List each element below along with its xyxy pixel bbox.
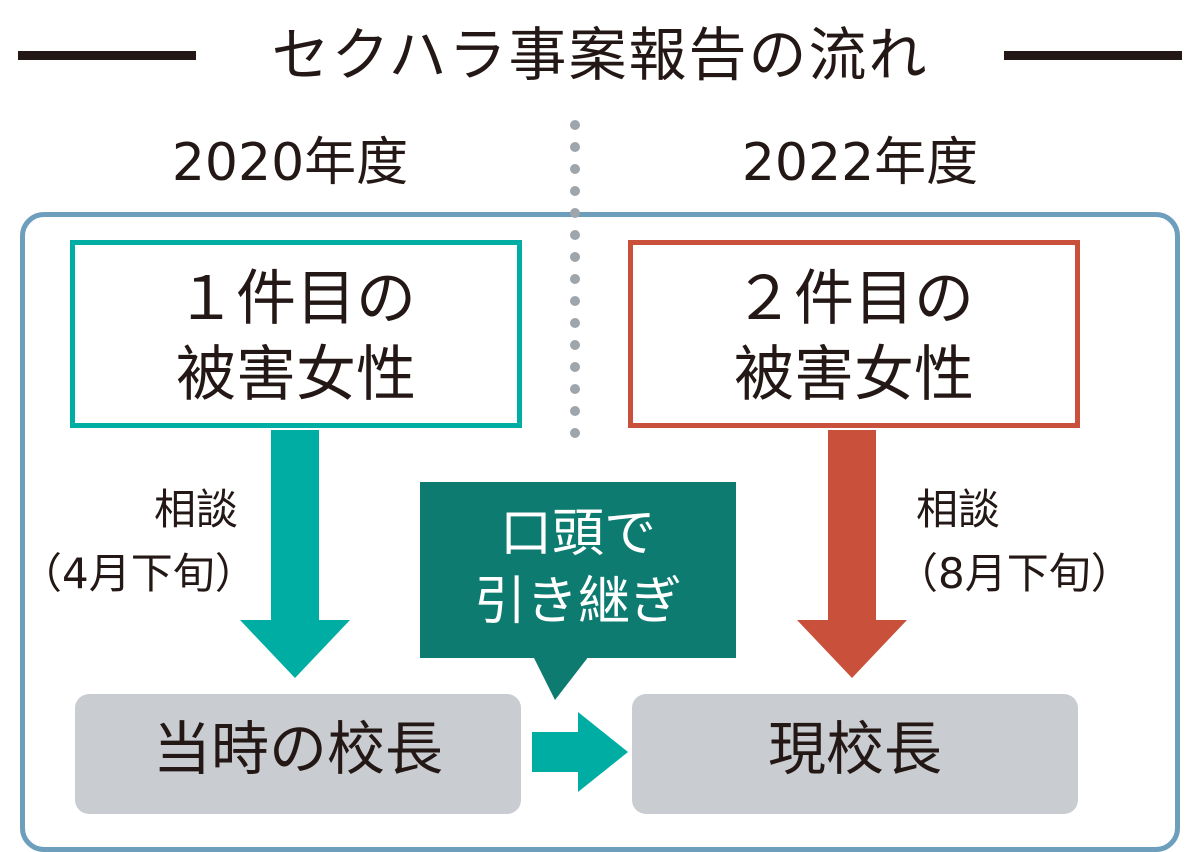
title-rule-right [1004, 51, 1182, 60]
second-consult-label: 相談 （8月下旬） [896, 478, 1133, 606]
first-victim-box: １件目の 被害女性 [70, 240, 522, 428]
year-label-left: 2020年度 [171, 133, 409, 193]
first-consult-when: （4月下旬） [20, 549, 257, 598]
second-consult-arrow [797, 430, 907, 678]
second-victim-line1: ２件目の [734, 264, 974, 334]
second-consult-action: 相談 [916, 485, 1001, 534]
first-victim-line2: 被害女性 [176, 340, 416, 410]
handover-callout: 口頭で 引き継ぎ [420, 482, 736, 658]
handover-callout-pointer [533, 656, 589, 700]
first-consult-label: 相談 （4月下旬） [20, 478, 257, 606]
second-victim-box: ２件目の 被害女性 [628, 240, 1080, 428]
year-label-right: 2022年度 [741, 133, 979, 193]
first-consult-action: 相談 [153, 485, 238, 534]
second-consult-when: （8月下旬） [896, 549, 1133, 598]
first-consult-arrow [240, 430, 350, 678]
handover-line1: 口頭で [499, 504, 656, 564]
former-principal-box: 当時の校長 [75, 694, 521, 814]
diagram-title: セクハラ事案報告の流れ [271, 21, 929, 89]
handover-arrow [532, 712, 628, 792]
first-victim-line1: １件目の [176, 264, 416, 334]
title-rule-left [18, 51, 196, 60]
second-victim-line2: 被害女性 [734, 340, 974, 410]
current-principal-box: 現校長 [632, 694, 1078, 814]
handover-line2: 引き継ぎ [473, 572, 682, 632]
